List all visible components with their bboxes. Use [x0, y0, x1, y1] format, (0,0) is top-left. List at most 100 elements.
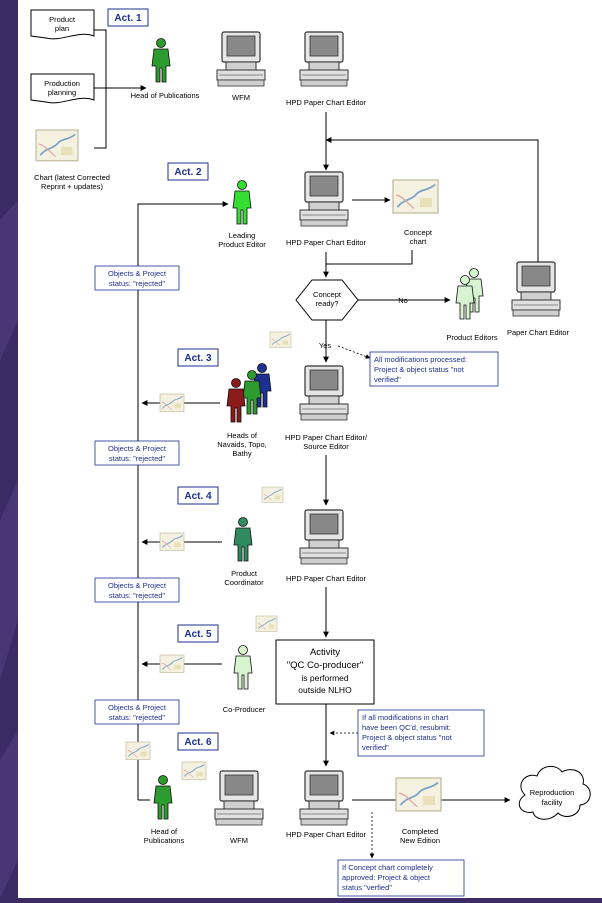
svg-text:All modifications processed:: All modifications processed:	[374, 355, 467, 364]
wfm-computer-icon	[216, 31, 266, 87]
act-4-section: Act. 4 Product Coordinator HPD Paper Cha…	[141, 486, 367, 587]
svg-text:outside NLHO: outside NLHO	[298, 685, 352, 695]
diagram-canvas: Act. 1 Product plan Production planning …	[18, 0, 602, 898]
rejected-note-2: Objects & Project status: "rejected"	[94, 440, 180, 466]
svg-text:Paper Chart Editor: Paper Chart Editor	[507, 328, 570, 337]
qc-co-producer-activity-box: Activity "QC Co-producer" is performed o…	[275, 639, 375, 705]
product-coordinator-person	[233, 517, 253, 562]
act-6-label: Act. 6	[184, 737, 212, 748]
svg-text:approved: Project & object: approved: Project & object	[342, 873, 431, 882]
head-of-publications-label: Head of Publications	[131, 91, 200, 100]
completed-new-edition-chart-image	[395, 777, 442, 812]
svg-text:Product: Product	[231, 569, 258, 578]
reproduction-facility-cloud: Reproduction facility	[518, 766, 591, 820]
svg-text:Source Editor: Source Editor	[303, 442, 349, 451]
head-of-publications-2-person	[153, 775, 173, 820]
rejected-note-1: Objects & Project status: "rejected"	[94, 265, 180, 291]
svg-text:Product: Product	[49, 15, 76, 24]
qc-resubmit-note: If all modifications in chart have been …	[357, 709, 485, 757]
decision-no-label: No	[398, 296, 408, 305]
svg-text:plan: plan	[55, 24, 69, 33]
svg-text:Bathy: Bathy	[232, 449, 251, 458]
svg-text:Concept: Concept	[404, 228, 433, 237]
chart-thumbnail-b	[159, 393, 185, 413]
hpd-editor-source-computer-icon	[299, 365, 349, 421]
svg-text:HPD Paper Chart Editor: HPD Paper Chart Editor	[286, 98, 367, 107]
act-2-label: Act. 2	[174, 167, 202, 178]
rejected-note-3: Objects & Project status: "rejected"	[94, 577, 180, 603]
svg-text:HPD Paper Chart Editor: HPD Paper Chart Editor	[286, 830, 367, 839]
svg-text:If all modifications in chart: If all modifications in chart	[362, 713, 449, 722]
act-1-section: Act. 1 Product plan Production planning …	[30, 8, 367, 191]
concept-approved-note: If Concept chart completely approved: Pr…	[337, 859, 465, 897]
svg-text:HPD Paper Chart Editor: HPD Paper Chart Editor	[286, 238, 367, 247]
svg-text:If Concept chart completely: If Concept chart completely	[342, 863, 433, 872]
svg-text:Navaids, Topo,: Navaids, Topo,	[217, 440, 266, 449]
chart-thumbnail-g	[125, 741, 151, 761]
decision-yes-label: Yes	[319, 341, 331, 350]
act-3-label: Act. 3	[184, 353, 212, 364]
svg-text:Completed: Completed	[402, 827, 438, 836]
svg-text:Project & object status "not: Project & object status "not	[362, 733, 453, 742]
svg-text:chart: chart	[410, 237, 428, 246]
svg-text:Head of: Head of	[151, 827, 178, 836]
svg-text:Activity: Activity	[310, 647, 340, 658]
leading-product-editor-person	[232, 180, 252, 225]
act-6-section: Act. 6 Head of Publications WFM HPD Pape…	[125, 732, 591, 897]
svg-text:HPD Paper Chart Editor: HPD Paper Chart Editor	[286, 574, 367, 583]
svg-text:ready?: ready?	[316, 299, 339, 308]
svg-text:Reprint + updates): Reprint + updates)	[41, 182, 103, 191]
workflow-diagram: Act. 1 Product plan Production planning …	[30, 8, 591, 897]
svg-text:WFM: WFM	[230, 836, 248, 845]
hpd-editor-computer-icon	[299, 31, 349, 87]
svg-text:Product Editor: Product Editor	[218, 240, 266, 249]
svg-text:Production: Production	[44, 79, 80, 88]
svg-text:Project & object status "not: Project & object status "not	[374, 365, 465, 374]
chart-thumbnail-c	[261, 486, 284, 503]
svg-text:have been QC'd, resubmit:: have been QC'd, resubmit:	[362, 723, 451, 732]
svg-text:status: "rejected": status: "rejected"	[109, 279, 166, 288]
chart-thumbnail-a	[269, 331, 292, 348]
svg-text:Co-Producer: Co-Producer	[223, 705, 266, 714]
svg-text:Publications: Publications	[144, 836, 185, 845]
svg-text:HPD Paper Chart Editor/: HPD Paper Chart Editor/	[285, 433, 368, 442]
head-of-publications-person	[151, 38, 171, 83]
hpd-editor-2-computer-icon	[299, 171, 349, 227]
svg-text:is performed: is performed	[301, 673, 349, 683]
product-plan-document: Product plan	[30, 9, 95, 40]
svg-text:verified": verified"	[362, 743, 389, 752]
act-5-label: Act. 5	[184, 629, 212, 640]
concept-chart-image	[392, 179, 439, 214]
chart-thumbnail-d	[159, 532, 185, 552]
svg-text:Leading: Leading	[229, 231, 256, 240]
production-planning-document: Production planning	[30, 73, 95, 104]
act-1-label: Act. 1	[114, 13, 142, 24]
svg-text:Objects & Project: Objects & Project	[108, 703, 167, 712]
svg-text:Heads of: Heads of	[227, 431, 258, 440]
chart-thumbnail-e	[255, 615, 278, 632]
svg-text:status: "rejected": status: "rejected"	[109, 713, 166, 722]
svg-text:New Edition: New Edition	[400, 836, 440, 845]
svg-text:Objects & Project: Objects & Project	[108, 581, 167, 590]
hpd-editor-4-computer-icon	[299, 509, 349, 565]
wfm-2-computer-icon	[214, 770, 264, 826]
latest-chart-image: Chart (latest Corrected Reprint + update…	[34, 129, 110, 191]
chart-thumbnail-h	[181, 761, 207, 781]
svg-text:status: "rejected": status: "rejected"	[109, 591, 166, 600]
svg-text:Chart (latest Corrected: Chart (latest Corrected	[34, 173, 110, 182]
svg-text:Coordinator: Coordinator	[224, 578, 264, 587]
svg-text:Concept: Concept	[313, 290, 342, 299]
svg-text:WFM: WFM	[232, 93, 250, 102]
svg-text:facility: facility	[542, 798, 563, 807]
act-4-label: Act. 4	[184, 491, 212, 502]
chart-thumbnail-f	[159, 654, 185, 674]
concept-ready-decision: Concept ready?	[295, 279, 359, 321]
hpd-editor-6-computer-icon	[299, 770, 349, 826]
all-modifications-processed-note: All modifications processed: Project & o…	[369, 351, 499, 387]
co-producer-person	[233, 645, 253, 690]
svg-text:Product Editors: Product Editors	[446, 333, 498, 342]
rejected-note-4: Objects & Project status: "rejected"	[94, 699, 180, 725]
act-2-section: Act. 2 Leading Product Editor HPD Paper …	[167, 137, 570, 342]
svg-text:verified": verified"	[374, 375, 401, 384]
svg-text:status: "rejected": status: "rejected"	[109, 454, 166, 463]
